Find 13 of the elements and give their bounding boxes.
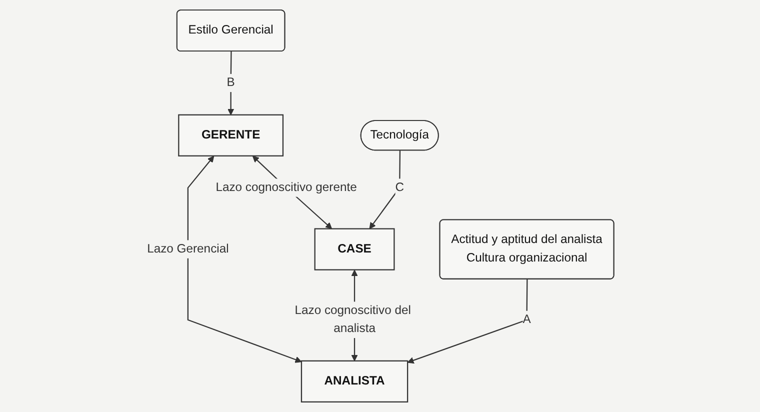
edge-label: Lazo cognoscitivo del analista	[294, 304, 410, 336]
node-box: GERENTE	[178, 114, 284, 156]
arrow	[406, 279, 528, 364]
edge-label: Lazo Gerencial	[146, 242, 228, 256]
edge-label: B	[226, 76, 234, 90]
edge-label: C	[394, 180, 404, 194]
node-box: CASE	[314, 228, 394, 270]
node-box: ANALISTA	[300, 360, 408, 402]
arrow	[227, 51, 234, 116]
edge-label: Lazo cognoscitivo gerente	[215, 180, 356, 194]
arrow	[368, 150, 400, 230]
edge-label: A	[522, 313, 530, 326]
arrow	[186, 156, 302, 363]
